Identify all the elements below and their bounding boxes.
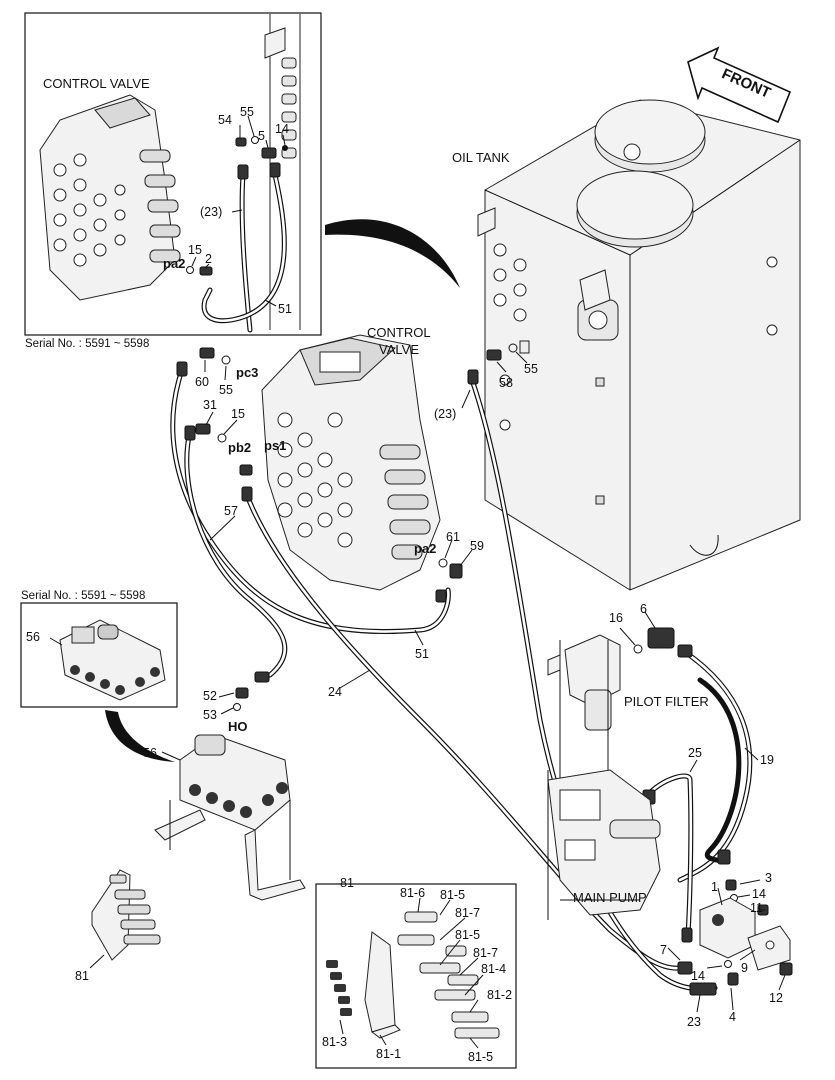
serial-number-top: Serial No. : 5591 ~ 5598	[25, 338, 149, 350]
callout-54: 54	[218, 113, 232, 127]
callout-23-b: (23)	[434, 407, 456, 421]
port-ps1: ps1	[264, 438, 286, 453]
inset-control-valve	[24, 12, 322, 336]
connector-arrow-top	[325, 219, 460, 288]
port-pa2-inset: pa2	[163, 256, 185, 271]
callout-81-5-a: 81-5	[440, 888, 465, 902]
main-pump	[547, 769, 791, 971]
callout-81-inset: 81	[340, 876, 354, 890]
callout-81-4: 81-4	[481, 962, 506, 976]
callout-51: 51	[415, 647, 429, 661]
connector-arrow-mid	[105, 710, 175, 762]
serial-number-mid: Serial No. : 5591 ~ 5598	[21, 590, 145, 602]
pilot-filter-label: PILOT FILTER	[624, 694, 709, 709]
hoses	[170, 367, 753, 992]
callout-23-inset: (23)	[200, 205, 222, 219]
callout-11: 11	[750, 901, 763, 915]
callout-2: 2	[205, 252, 212, 266]
callout-15-inset: 15	[188, 243, 202, 257]
callout-7: 7	[660, 943, 667, 957]
oil-tank-label: OIL TANK	[452, 150, 510, 165]
fittings	[176, 347, 793, 996]
callout-14-b: 14	[752, 887, 766, 901]
callout-5: 5	[258, 129, 265, 143]
callout-1: 1	[711, 880, 718, 894]
leader-lines	[204, 351, 786, 1013]
callout-81-7-a: 81-7	[455, 906, 480, 920]
callout-4: 4	[729, 1010, 736, 1024]
callout-12: 12	[769, 991, 783, 1005]
port-ho: HO	[228, 719, 248, 734]
control-valve-label-1: CONTROL	[367, 325, 431, 340]
callout-14-c: 14	[691, 969, 705, 983]
main-pump-label: MAIN PUMP	[573, 890, 647, 905]
callout-81-6: 81-6	[400, 886, 425, 900]
callout-16: 16	[609, 611, 623, 625]
callout-81-1: 81-1	[376, 1047, 401, 1061]
callout-59: 59	[470, 539, 484, 553]
callout-55: 55	[240, 105, 254, 119]
callout-9: 9	[741, 961, 748, 975]
callout-81-3: 81-3	[322, 1035, 347, 1049]
pilot-block-56	[154, 734, 306, 901]
callout-57: 57	[224, 504, 238, 518]
callout-53: 53	[203, 708, 217, 722]
callout-56-inset: 56	[26, 630, 40, 644]
callout-81-left: 81	[75, 969, 89, 983]
callout-23: 23	[687, 1015, 701, 1029]
front-arrow: FRONT	[687, 46, 792, 124]
callout-14: 14	[275, 122, 289, 136]
callout-81-2: 81-2	[487, 988, 512, 1002]
port-pc3: pc3	[236, 365, 258, 380]
pilot-filter	[547, 634, 621, 780]
inset-manifold-81	[315, 883, 517, 1069]
manifold-81	[89, 869, 161, 969]
callout-52: 52	[203, 689, 217, 703]
callout-61: 61	[446, 530, 460, 544]
callout-24: 24	[328, 685, 342, 699]
inset-control-valve-title: CONTROL VALVE	[43, 76, 150, 91]
inset-pilot-block	[20, 602, 178, 708]
callout-51-inset: 51	[278, 302, 292, 316]
callout-60: 60	[195, 375, 209, 389]
callout-31: 31	[203, 398, 217, 412]
callout-81-7-b: 81-7	[473, 946, 498, 960]
callout-3: 3	[765, 871, 772, 885]
callout-6: 6	[640, 602, 647, 616]
port-pa2: pa2	[414, 541, 436, 556]
control-valve-label-2: VALVE	[379, 342, 419, 357]
callout-19: 19	[760, 753, 774, 767]
oil-tank	[477, 99, 801, 591]
callout-55-b: 55	[219, 383, 233, 397]
main-control-valve	[261, 334, 441, 591]
callout-25: 25	[688, 746, 702, 760]
callout-15: 15	[231, 407, 245, 421]
callout-81-5-c: 81-5	[468, 1050, 493, 1064]
callout-58: 58	[499, 376, 513, 390]
callout-55-c: 55	[524, 362, 538, 376]
callout-56: 56	[143, 746, 157, 760]
callout-81-5-b: 81-5	[455, 928, 480, 942]
port-pb2: pb2	[228, 440, 251, 455]
